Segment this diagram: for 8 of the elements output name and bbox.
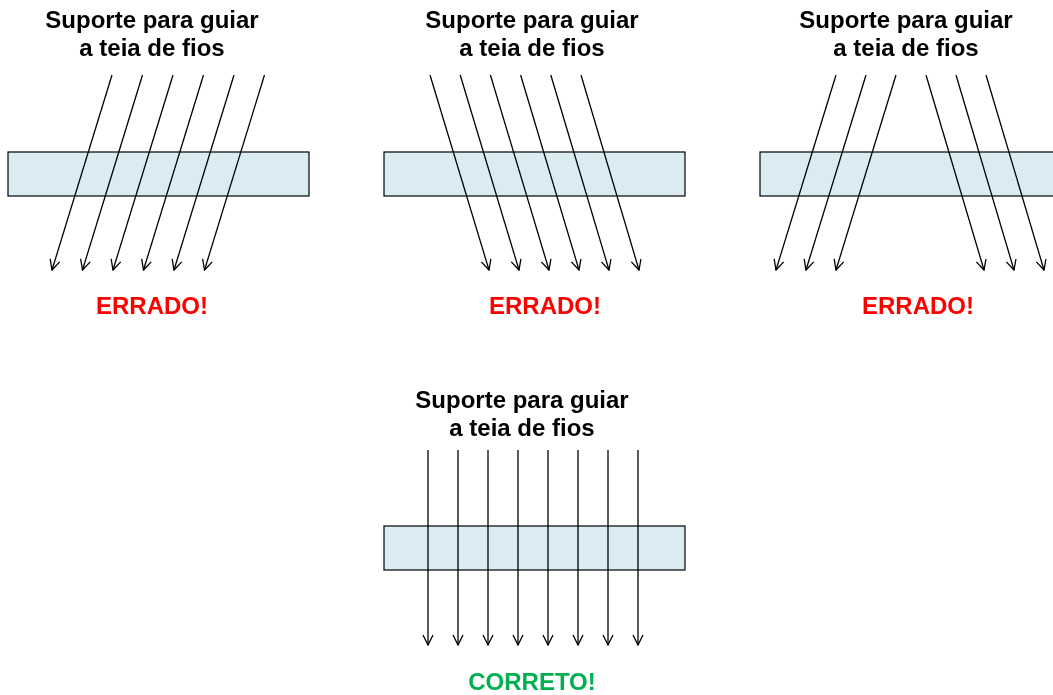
- verdict-text: CORRETO!: [467, 668, 597, 695]
- heading: Suporte para guiar a teia de fios: [44, 6, 260, 62]
- verdict-text: ERRADO!: [95, 292, 209, 320]
- heading: Suporte para guiar a teia de fios: [414, 386, 630, 442]
- verdict-text: ERRADO!: [861, 292, 975, 320]
- heading: Suporte para guiar a teia de fios: [424, 6, 640, 62]
- verdict-text: ERRADO!: [488, 292, 602, 320]
- heading: Suporte para guiar a teia de fios: [798, 6, 1014, 62]
